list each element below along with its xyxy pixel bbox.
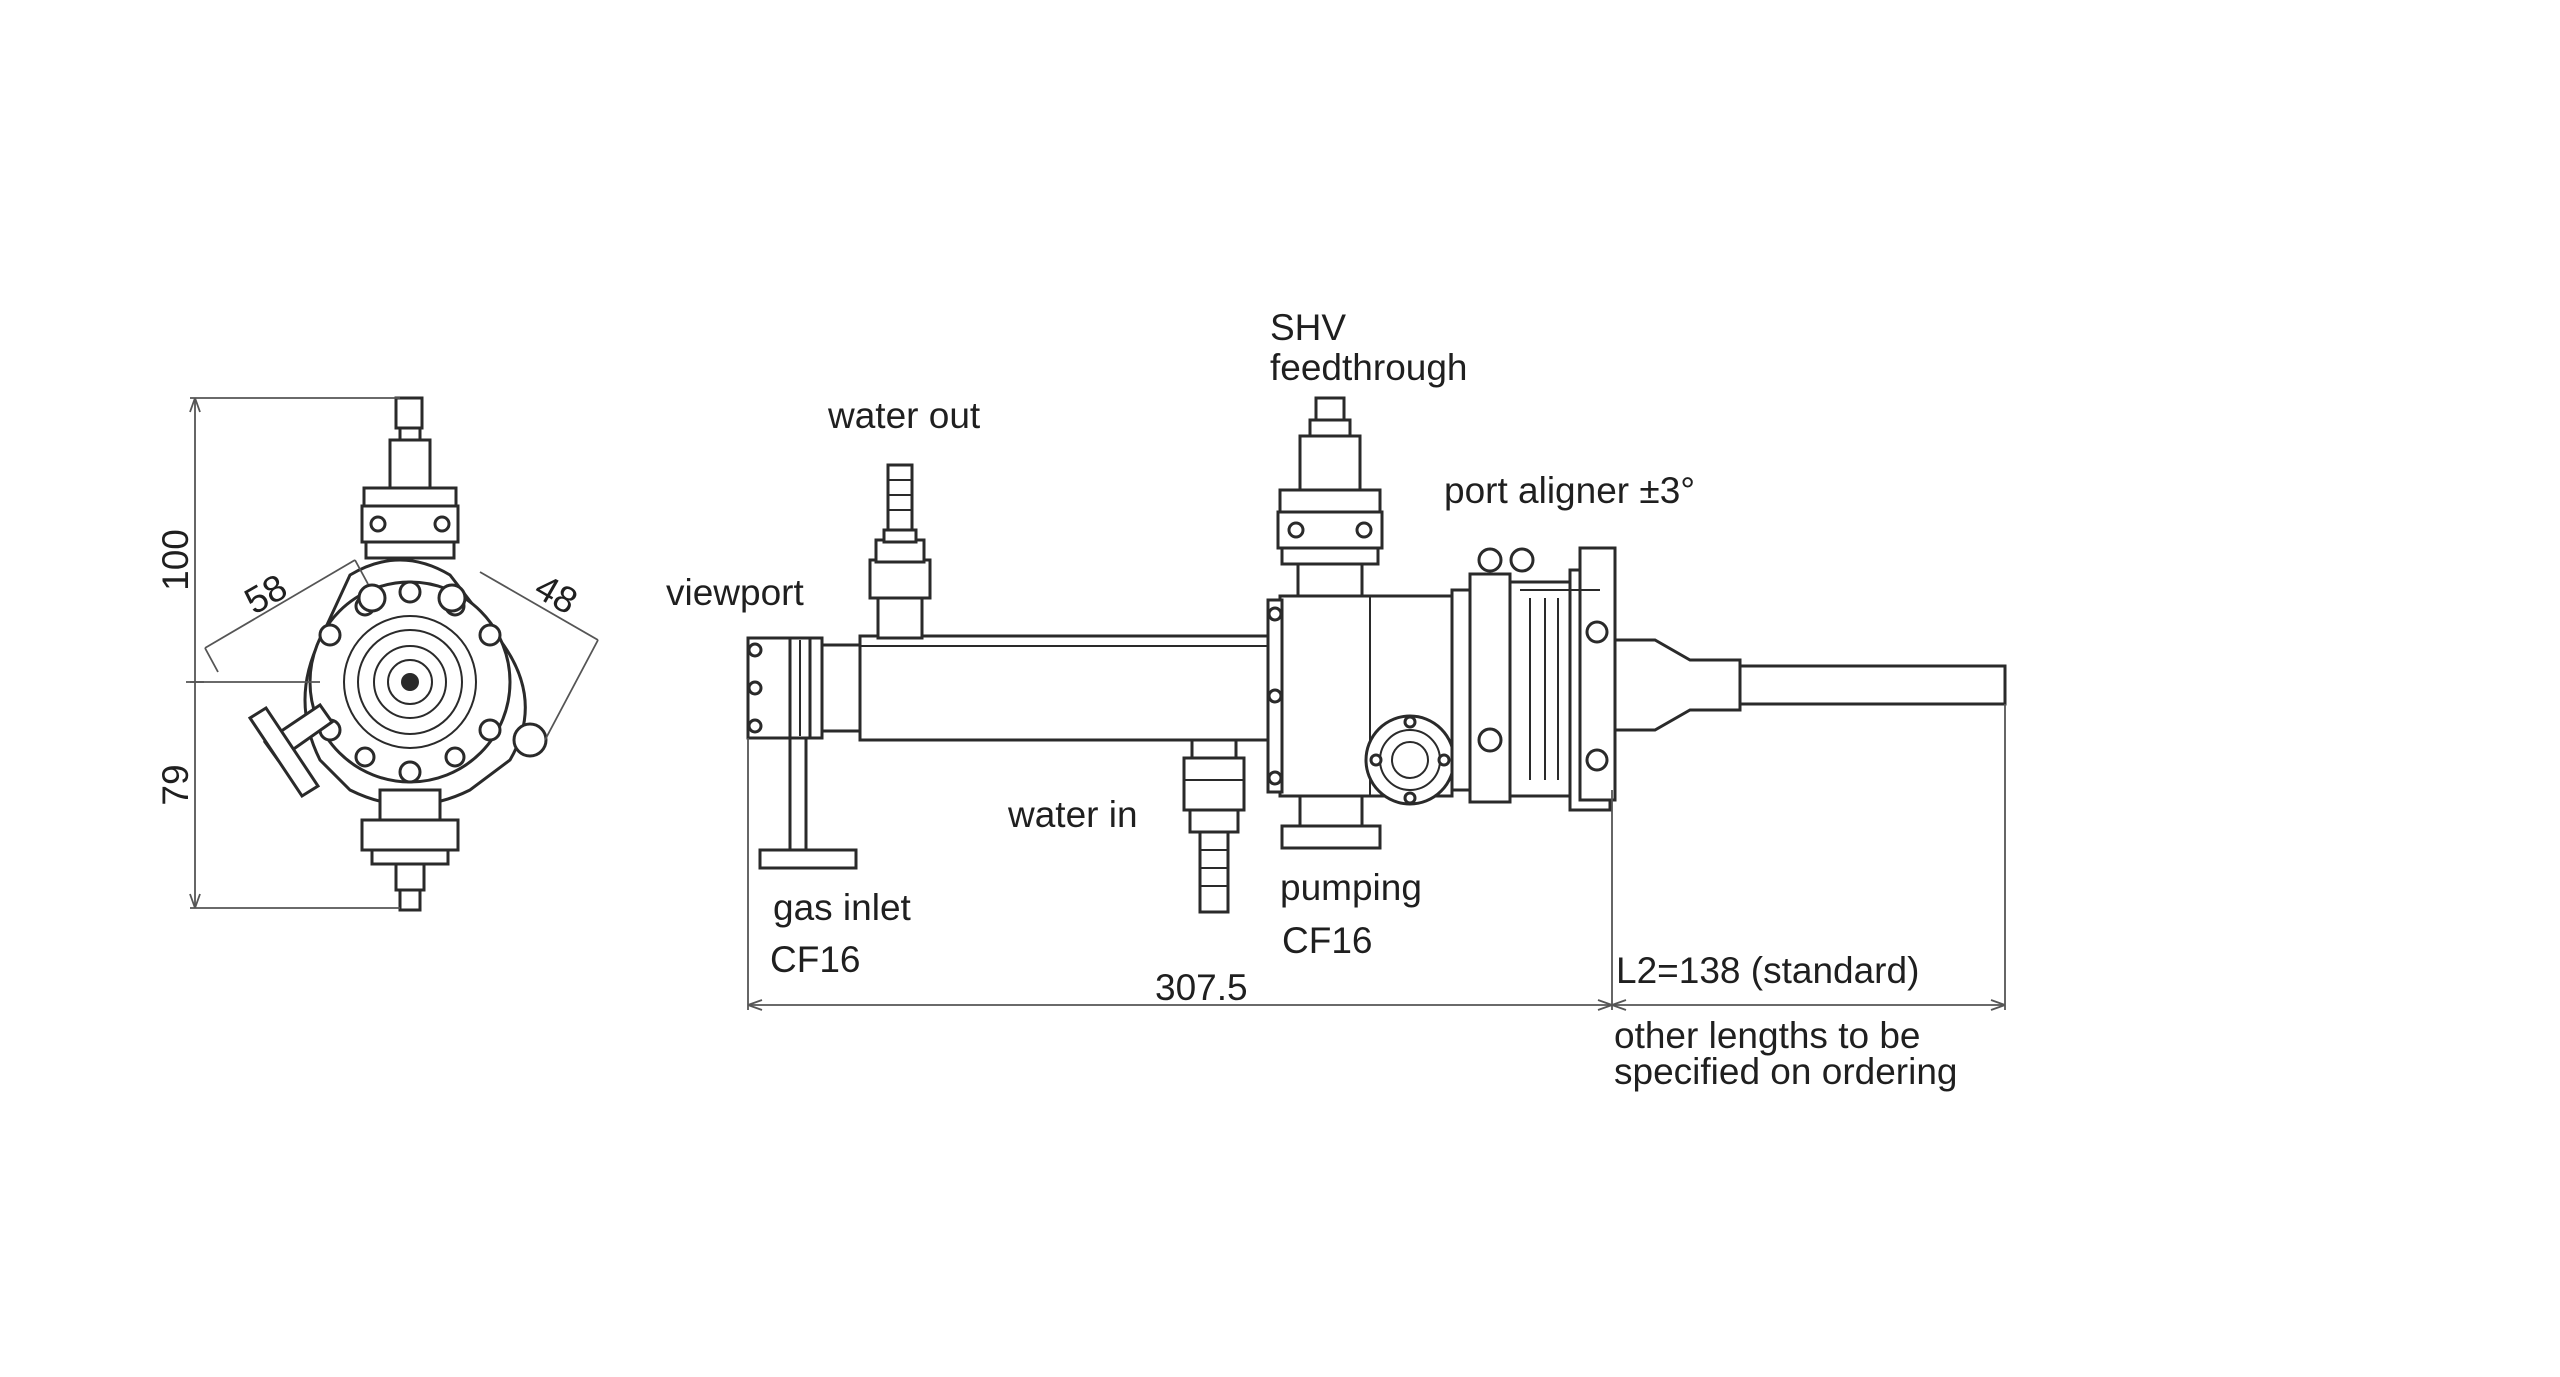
dimension-length-total: 307.5	[1155, 967, 1248, 1008]
label-water-out: water out	[827, 395, 981, 436]
label-gas-inlet-cf16: CF16	[770, 939, 860, 980]
label-viewport: viewport	[666, 572, 804, 613]
label-other-lengths-line1: other lengths to be	[1614, 1015, 1921, 1056]
dimension-width-58: 58	[238, 566, 294, 622]
dimension-height-bottom: 79	[155, 764, 196, 805]
label-gas-inlet: gas inlet	[773, 887, 912, 928]
label-other-lengths-line2: specified on ordering	[1614, 1051, 1958, 1092]
dimension-height-top: 100	[155, 529, 196, 591]
label-feedthrough: feedthrough	[1270, 347, 1468, 388]
label-water-in: water in	[1007, 794, 1138, 835]
front-view	[186, 396, 599, 912]
label-shv: SHV	[1270, 307, 1346, 348]
label-port-aligner: port aligner ±3°	[1444, 470, 1695, 511]
dimension-width-48: 48	[528, 566, 584, 622]
label-l2: L2=138 (standard)	[1616, 950, 1919, 991]
label-pumping: pumping	[1280, 867, 1422, 908]
side-view	[746, 396, 2007, 1011]
label-pumping-cf16: CF16	[1282, 920, 1372, 961]
